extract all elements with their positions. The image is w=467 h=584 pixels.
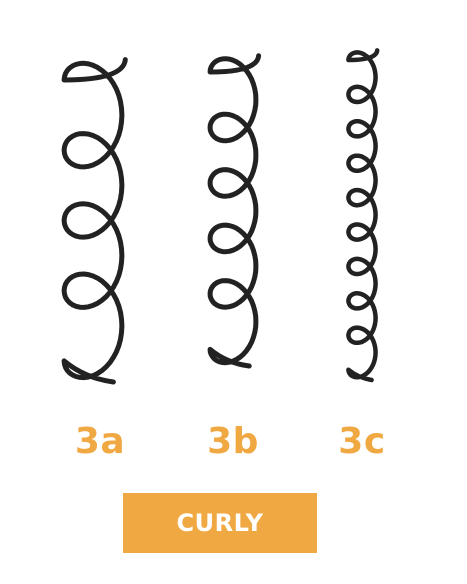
category-label: CURLY xyxy=(176,509,264,537)
curl-illustration-3b xyxy=(207,53,262,369)
curl-illustration-3c xyxy=(346,48,380,383)
type-label-3a: 3a xyxy=(74,421,126,462)
curl-illustrations xyxy=(61,48,380,385)
type-label-3b: 3b xyxy=(207,421,259,462)
category-banner: CURLY xyxy=(123,493,317,553)
curl-illustration-3a xyxy=(61,57,128,385)
type-label-3c: 3c xyxy=(338,421,386,462)
